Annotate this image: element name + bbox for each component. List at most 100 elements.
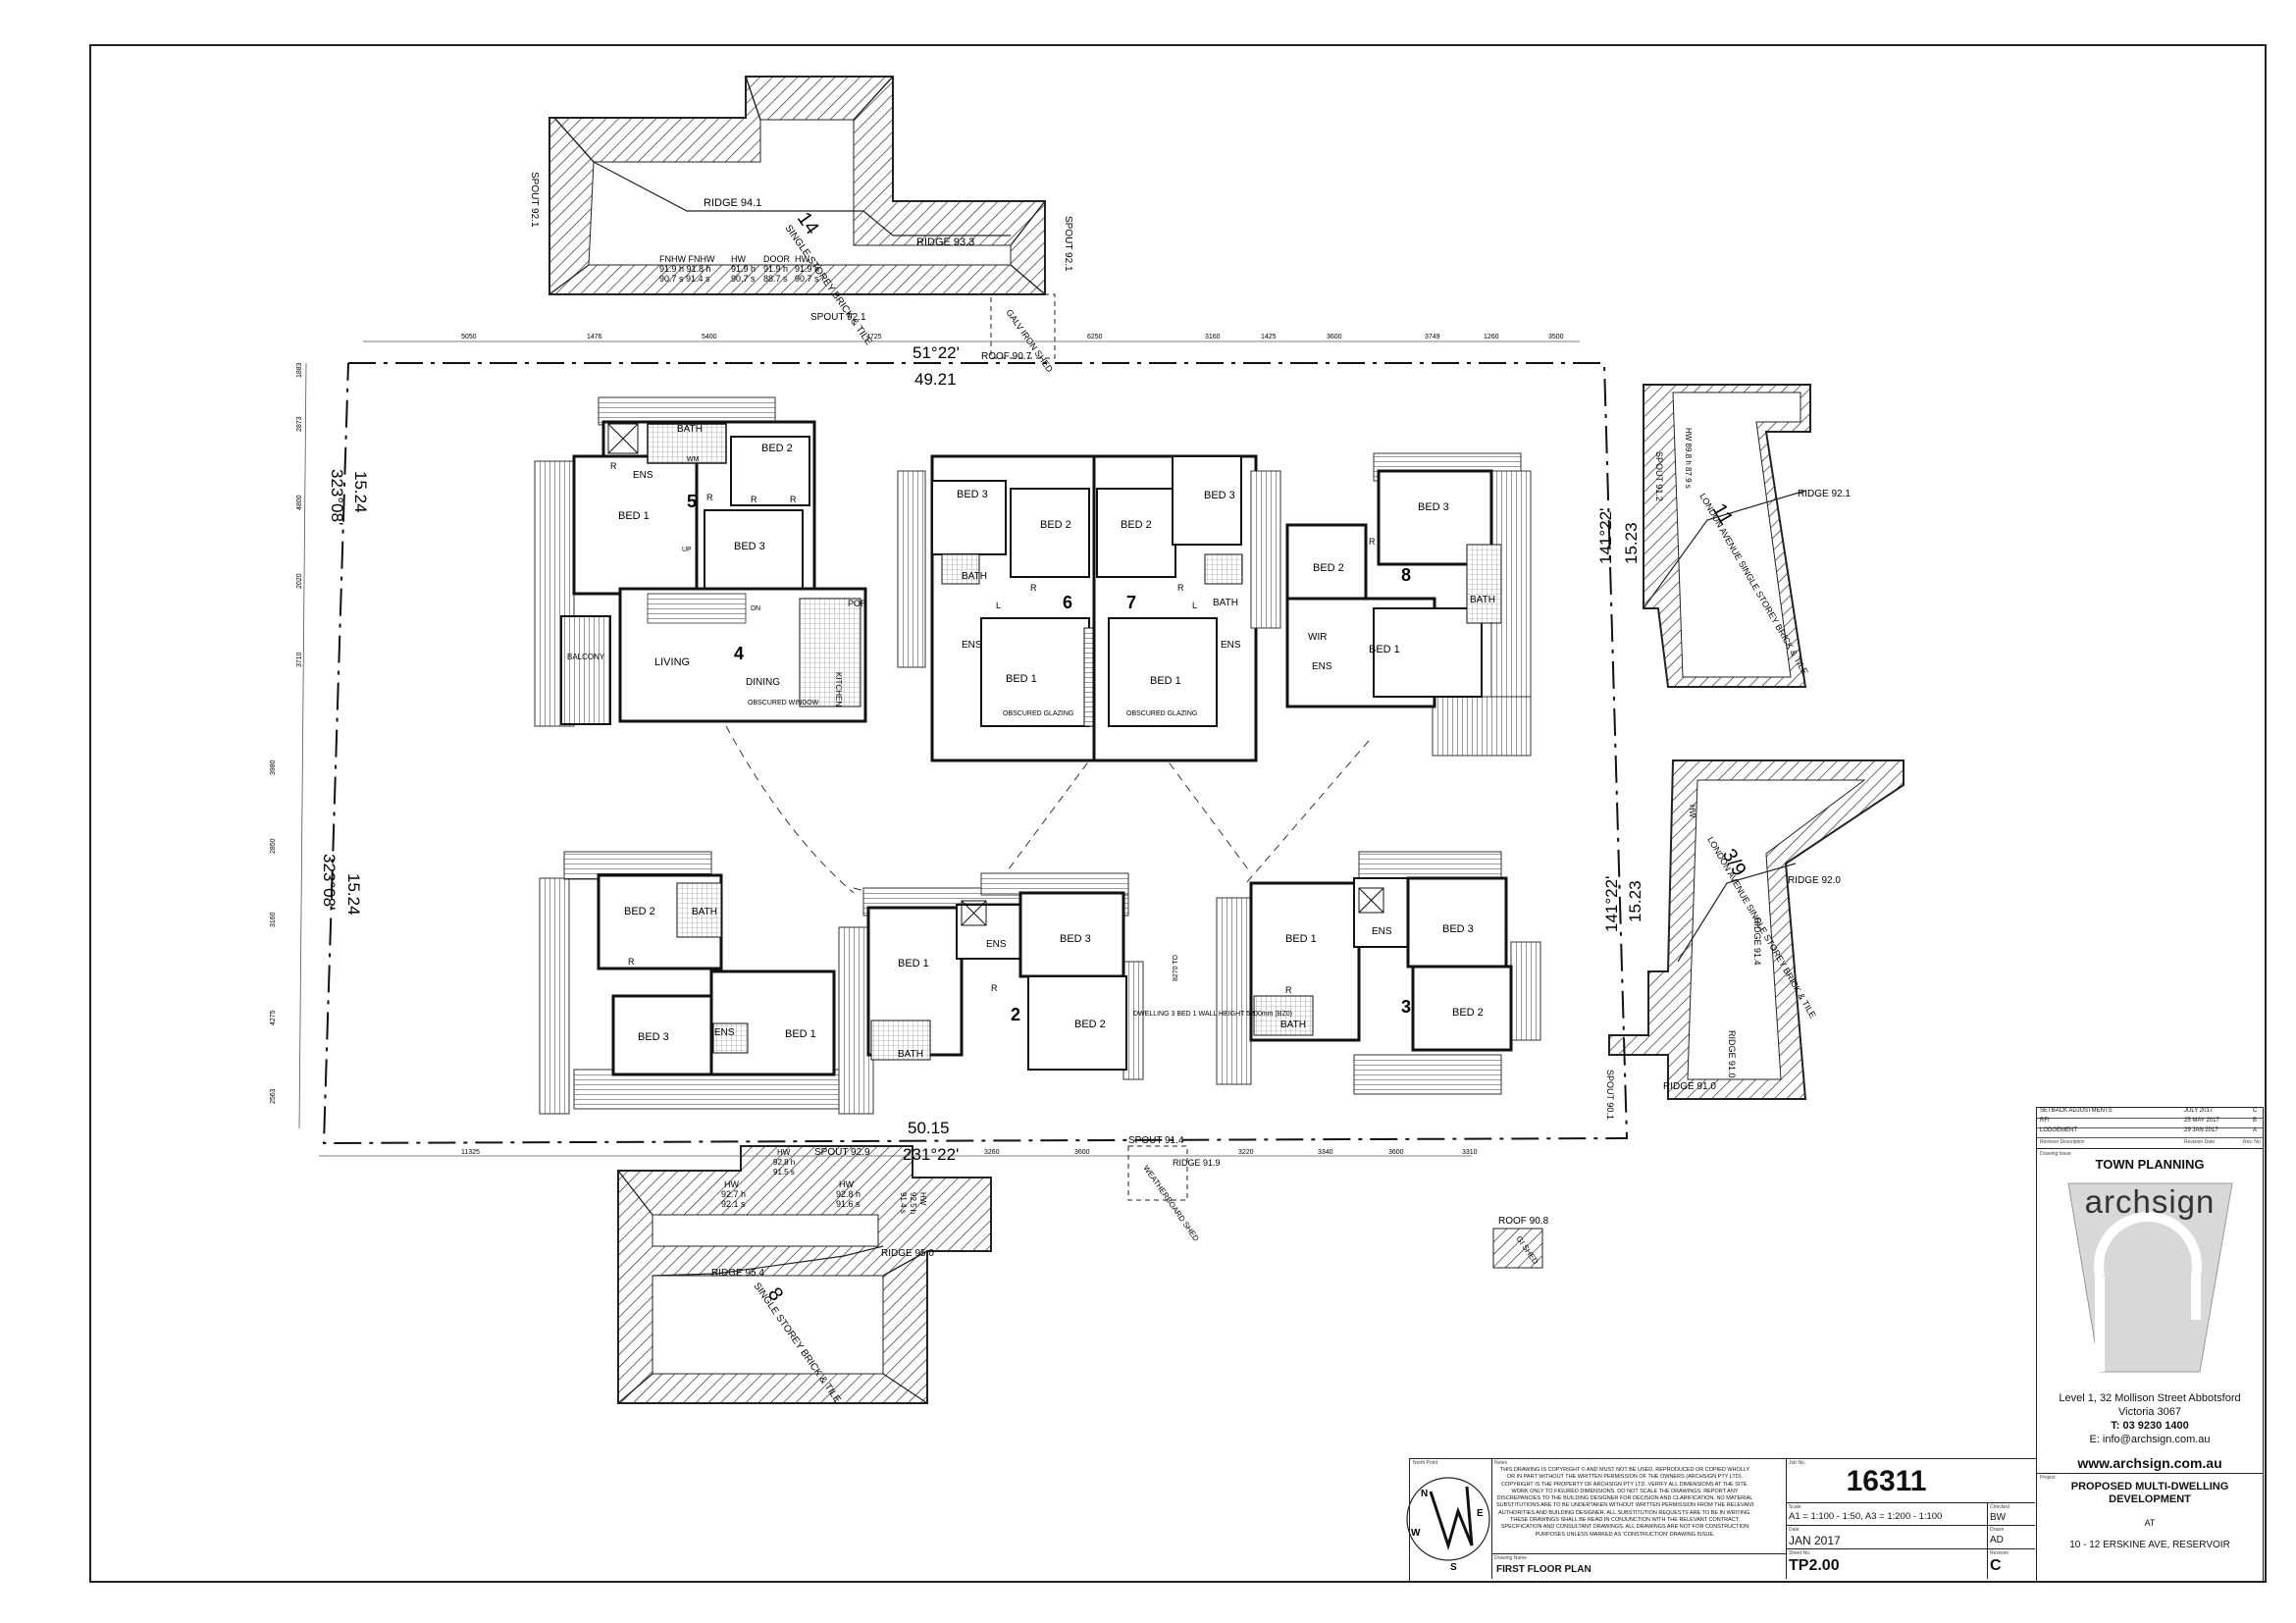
checked-label: Checked — [1990, 1504, 2009, 1510]
unit-5-bed2: BED 2 — [761, 443, 793, 454]
divider — [1491, 1553, 1786, 1554]
unit-5-ens: ENS — [633, 470, 653, 481]
note-line: PURPOSES UNLESS MARKED AS 'CONSTRUCTION'… — [1535, 1531, 1715, 1538]
east-bottom-spout: SPOUT 90.1 — [1605, 1070, 1615, 1120]
unit-8-number: 8 — [1401, 565, 1411, 585]
unit-7-robe: R — [1177, 583, 1184, 593]
south-level-6: HW — [777, 1148, 791, 1157]
svg-text:5050: 5050 — [461, 334, 477, 340]
unit-1-robe: R — [628, 957, 635, 967]
boundary-south-angle: 231°22' — [903, 1145, 959, 1164]
issue-title: TOWN PLANNING — [2095, 1157, 2205, 1172]
north-spout-bottom: SPOUT 92.1 — [810, 312, 866, 323]
unit-8-wir: WIR — [1308, 632, 1327, 643]
south-roof: ROOF 90.8 — [1498, 1216, 1549, 1227]
unit-4-kitchen: KITCHEN — [834, 672, 843, 707]
unit-7: 7 BED 1 BED 2 BED 3 BATH ENS OBSCURED GL… — [1092, 454, 1281, 762]
north-level-3: HW — [731, 254, 746, 264]
revision-row: SETBACK ADJUSTMENTS JULY 2017 C — [2037, 1108, 2263, 1119]
neighbour-north: RIDGE 94.1 RIDGE 93.3 14 SINGLE STOREY B… — [529, 76, 1073, 375]
sheet-border — [89, 44, 2267, 1583]
divider — [2037, 1473, 2263, 1474]
svg-text:2563: 2563 — [270, 1088, 277, 1104]
svg-text:3500: 3500 — [1548, 334, 1564, 340]
svg-text:3600: 3600 — [1388, 1149, 1404, 1156]
divider — [1786, 1459, 1787, 1579]
svg-text:4725: 4725 — [866, 334, 882, 340]
south-level-0: HW — [724, 1179, 739, 1189]
svg-text:2850: 2850 — [270, 838, 277, 854]
project-title-2: DEVELOPMENT — [2109, 1493, 2191, 1505]
sheet-number: TP2.00 — [1789, 1557, 1840, 1574]
unit-3-robe: R — [1285, 985, 1292, 995]
boundary-west-upper-length: 15.24 — [351, 471, 370, 513]
unit-1-ens: ENS — [714, 1027, 735, 1038]
unit-7-bed2: BED 2 — [1121, 519, 1152, 531]
svg-text:4275: 4275 — [270, 1010, 277, 1025]
south-level-7: 92.8 h — [773, 1158, 795, 1167]
unit-3-bed2: BED 2 — [1452, 1007, 1484, 1019]
phone: T: 03 9230 1400 — [2111, 1420, 2189, 1432]
note-line: THIS DRAWING IS COPYRIGHT © AND MUST NOT… — [1499, 1467, 1750, 1473]
unit-7-obscured: OBSCURED GLAZING — [1126, 710, 1197, 717]
unit-1-bath: BATH — [692, 907, 717, 917]
boundary-east-lower-length: 15.23 — [1626, 880, 1644, 922]
svg-text:3160: 3160 — [1205, 334, 1221, 340]
east-bottom-ridge-c: RIDGE 91.0 — [1727, 1030, 1737, 1078]
south-level-1: 92.7 h — [721, 1189, 746, 1199]
svg-text:3710: 3710 — [296, 652, 303, 667]
divider — [1786, 1525, 2035, 1526]
unit-6-bed1: BED 1 — [1006, 673, 1037, 685]
note-line: DISCREPANCIES TO THE BUILDING DESIGNER F… — [1496, 1495, 1753, 1502]
east-bottom-ridge-b: RIDGE 91.4 — [1752, 917, 1762, 966]
unit-3-ens: ENS — [1372, 926, 1392, 937]
unit-1-bed3: BED 3 — [638, 1031, 669, 1043]
south-level-9: HW — [918, 1192, 927, 1206]
north-level-6: DOOR — [763, 254, 791, 264]
job-label: Job No. — [1789, 1460, 1806, 1466]
unit-5-robe-a: R — [610, 461, 617, 471]
site-boundary: 51°22' 49.21 50.15 231°22' 15.24 323°08'… — [320, 343, 1644, 1164]
unit-2-robe: R — [991, 983, 998, 993]
revision-row: LODGEMENT 29 JAN 2017 A — [2037, 1127, 2263, 1138]
project-title-1: PROPOSED MULTI-DWELLING — [2070, 1481, 2229, 1492]
svg-text:11325: 11325 — [461, 1149, 480, 1156]
unit-8-bed2: BED 2 — [1313, 562, 1344, 574]
unit-2-number: 2 — [1011, 1005, 1020, 1024]
north-spout-left: SPOUT 92.1 — [529, 172, 540, 228]
scale-value: A1 = 1:100 - 1:50, A3 = 1:200 - 1:100 — [1789, 1511, 1943, 1522]
north-ridge-a: RIDGE 94.1 — [704, 197, 761, 209]
boundary-south-length: 50.15 — [908, 1119, 950, 1137]
south-level-2: 92.1 s — [721, 1199, 746, 1209]
svg-text:3600: 3600 — [1074, 1149, 1090, 1156]
north-level-11: 90.7 s — [795, 274, 819, 284]
unit-7-linen: L — [1192, 601, 1197, 610]
unit-1-bed2: BED 2 — [624, 906, 655, 917]
unit-4-living: LIVING — [654, 656, 690, 668]
unit-7-ens: ENS — [1221, 640, 1241, 651]
compass-w-glyph: W — [1411, 1528, 1421, 1539]
svg-text:2020: 2020 — [296, 573, 303, 589]
notes-block: THIS DRAWING IS COPYRIGHT © AND MUST NOT… — [1496, 1467, 1753, 1539]
unit-7-bath: BATH — [1213, 598, 1238, 608]
north-ridge-b: RIDGE 93.3 — [916, 236, 974, 248]
svg-text:3340: 3340 — [1318, 1149, 1333, 1156]
unit-5-wm: WM — [687, 456, 700, 463]
svg-text:3749: 3749 — [1425, 334, 1440, 340]
address-line-1: Level 1, 32 Mollison Street Abbotsford — [2059, 1392, 2241, 1404]
dimension-bottom: 11325 3260 3600 3220 3340 3600 3310 — [319, 1149, 1478, 1157]
north-point-label: North Point — [1413, 1460, 1438, 1466]
drawing-issue-label: Drawing Issue — [2040, 1151, 2071, 1157]
svg-text:3260: 3260 — [984, 1149, 1000, 1156]
svg-text:3310: 3310 — [1462, 1149, 1478, 1156]
south-ridge-c: RIDGE 91.9 — [1173, 1158, 1221, 1168]
unit-5-robe-c: R — [751, 495, 757, 504]
south-level-11: 91.4 s — [899, 1192, 908, 1214]
south-level-3: HW — [839, 1179, 854, 1189]
unit-8-bed3: BED 3 — [1418, 501, 1449, 513]
svg-text:3160: 3160 — [270, 912, 277, 927]
note-line: SUBSTITUTIONS ARE TO BE UNDERTAKEN WITHO… — [1496, 1502, 1753, 1509]
north-level-10: 91.9 h — [795, 264, 819, 274]
archsign-logo-icon — [2067, 1182, 2233, 1373]
north-point: N E S W — [1406, 1477, 1490, 1573]
